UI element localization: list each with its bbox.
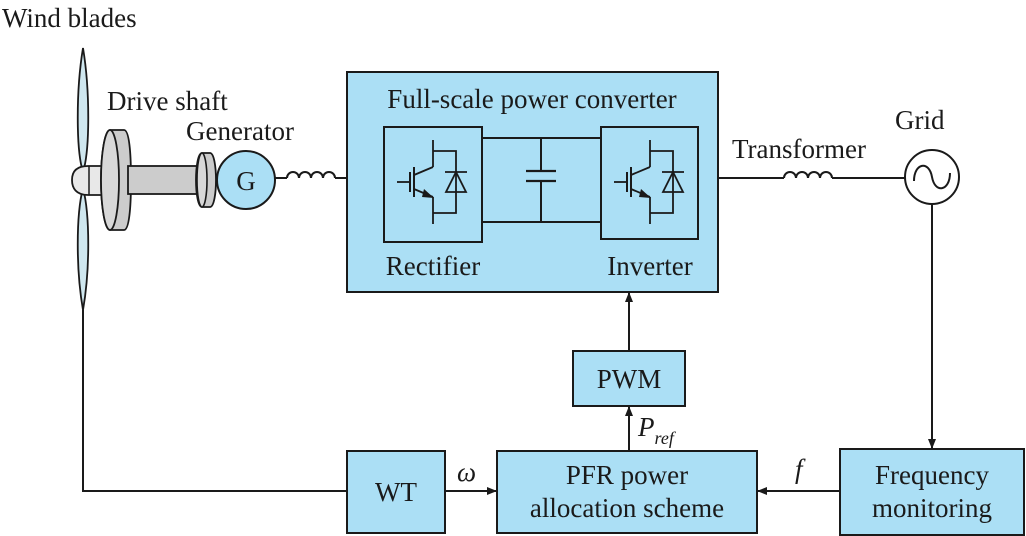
dc-link-capacitor-icon (482, 137, 601, 223)
inverter-igbt-icon (614, 140, 685, 224)
frequency-monitoring-block (839, 448, 1025, 536)
rectifier-igbt-icon (397, 140, 468, 224)
blade-to-wt-line (82, 310, 347, 492)
pwm-block (572, 350, 686, 407)
omega-symbol: ω (457, 457, 476, 487)
drive-shaft-icon (100, 129, 217, 231)
inverter-label: Inverter (607, 251, 692, 281)
hub-icon (71, 165, 104, 196)
frequency-label-line1: Frequency (875, 460, 989, 490)
frequency-symbol: f (795, 454, 806, 484)
pref-symbol: Pref (637, 412, 677, 448)
pfr-label-line1: PFR power (566, 460, 688, 490)
generator-inductor-icon (275, 171, 347, 179)
wind-blades-label: Wind blades (2, 3, 137, 33)
pfr-power-allocation-block (496, 450, 758, 534)
wt-label: WT (375, 477, 417, 507)
pwm-label: PWM (597, 364, 662, 394)
generator-label: Generator (186, 116, 294, 146)
transformer-label: Transformer (732, 134, 866, 164)
drive-shaft-label: Drive shaft (107, 86, 228, 116)
frequency-label-line2: monitoring (872, 493, 992, 523)
transformer-icon (718, 171, 905, 179)
generator-symbol: G (236, 166, 256, 196)
pfr-label-line2: allocation scheme (530, 493, 724, 523)
generator-icon (216, 150, 276, 210)
converter-title: Full-scale power converter (387, 84, 676, 114)
grid-ac-source-icon (904, 149, 960, 205)
rectifier-label: Rectifier (386, 251, 480, 281)
grid-label: Grid (895, 105, 945, 135)
